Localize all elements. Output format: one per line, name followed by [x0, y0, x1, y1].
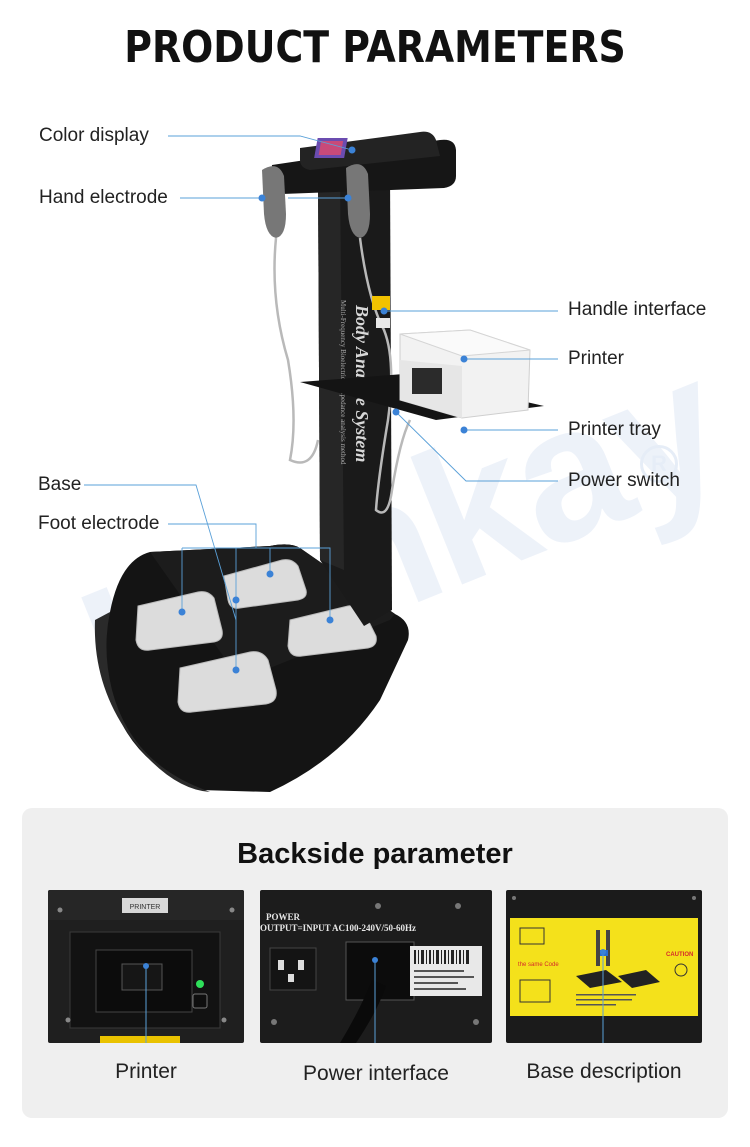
leader-lines [84, 135, 558, 670]
label-printer: Printer [568, 348, 624, 369]
page-title: PRODUCT PARAMETERS [124, 22, 626, 73]
power-label: POWER [266, 912, 301, 922]
backside-label-power-interface: Power interface [303, 1062, 449, 1085]
backside-power-photo: POWER OUTPUT=INPUT AC100-240V/50-60Hz [260, 890, 492, 1043]
label-hand-electrode: Hand electrode [39, 187, 168, 208]
printer-plate-text: PRINTER [130, 904, 161, 911]
body-analyzer-illustration: Body Analyse System Multi-Frequency Bioe… [84, 131, 558, 792]
base-caution-text: CAUTION [666, 952, 693, 958]
label-color-display: Color display [39, 125, 149, 146]
foot-electrodes [135, 559, 377, 713]
base-code-text: the same Code [518, 962, 559, 968]
label-printer-tray: Printer tray [568, 419, 661, 440]
backside-label-base-description: Base description [526, 1060, 682, 1083]
power-io-label: OUTPUT=INPUT [260, 923, 331, 933]
printer-and-tray [300, 296, 544, 420]
hand-electrodes [262, 164, 412, 514]
power-voltage-label: AC100-240V/50-60Hz [332, 923, 416, 933]
label-power-switch: Power switch [568, 470, 680, 491]
label-handle-interface: Handle interface [568, 299, 707, 320]
label-base: Base [38, 474, 82, 495]
watermark-registered-mark: R [640, 445, 678, 483]
backside-base-photo: the same Code CAUTION [506, 890, 702, 1043]
callout-dots [178, 146, 468, 674]
backside-printer-photo: PRINTER [48, 890, 244, 1043]
backside-title: Backside parameter [237, 838, 513, 870]
backside-label-printer: Printer [115, 1060, 177, 1083]
label-foot-electrode: Foot electrode [38, 513, 160, 534]
